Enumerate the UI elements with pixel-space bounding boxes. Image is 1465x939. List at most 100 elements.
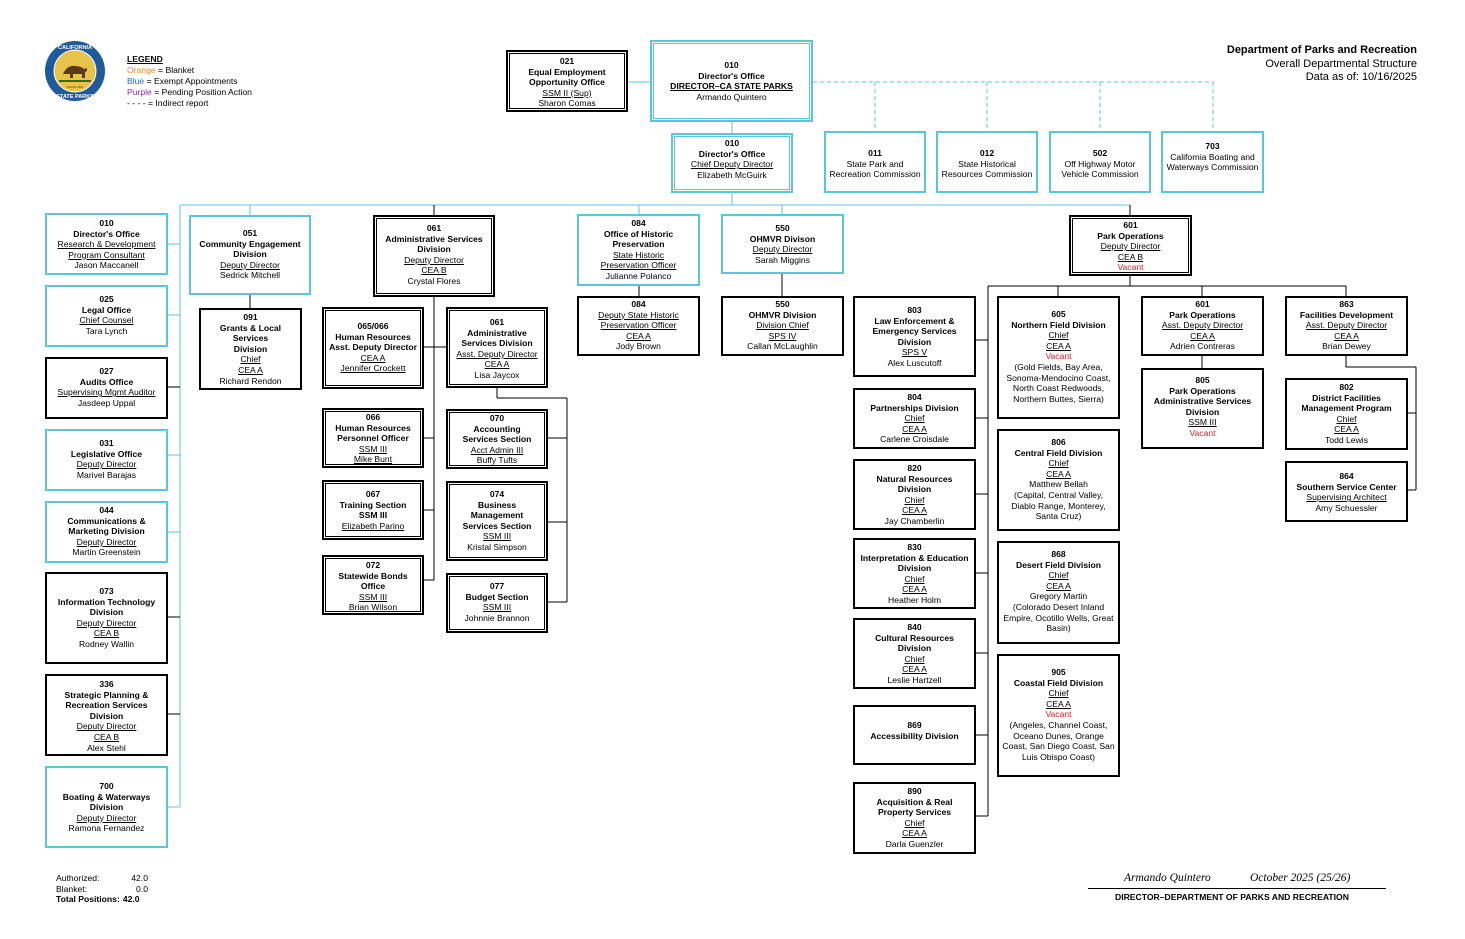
box-line: CEA B <box>93 628 120 639</box>
box-line: Chief <box>1048 330 1069 341</box>
box-line: Grants & Local <box>219 322 282 333</box>
box-line: Chief <box>904 817 925 828</box>
box-line: Emergency Services <box>872 326 957 337</box>
box-line: Interpretation & Education <box>860 552 969 563</box>
box-line: Lisa Jaycox <box>474 369 520 380</box>
box-line: 550 <box>775 223 790 233</box>
box-line: 820 <box>907 463 922 473</box>
box-line: Off Highway Motor <box>1064 158 1136 169</box>
box-line: 010 <box>724 138 740 148</box>
box-line: Desert Field Division <box>1015 559 1101 570</box>
page-header: Department of Parks and Recreation Overa… <box>1227 44 1417 85</box>
box-line: Deputy Director <box>76 721 137 732</box>
box-line: SSM III <box>1188 417 1217 428</box>
legend-item-orange: Orange = Blanket <box>127 65 195 75</box>
box-line: Chief <box>904 494 925 505</box>
box-line: CEA A <box>902 505 927 516</box>
box-line: Callan McLaughlin <box>747 341 818 352</box>
box-line: 010 <box>724 60 739 70</box>
box-line: Division <box>897 484 932 495</box>
box-line: Jason Maccanell <box>74 260 139 271</box>
box-line: CEA B <box>1117 251 1144 262</box>
box-line: Chief <box>1048 458 1069 469</box>
logo-top-text: CALIFORNIA <box>58 45 92 51</box>
box-line: 601 <box>1195 299 1210 309</box>
box-line: Division <box>897 563 932 574</box>
box-line: Chief <box>1048 570 1069 581</box>
box-line: OHMVR Divison <box>749 233 816 244</box>
box-line: 336 <box>99 679 114 689</box>
box-line: CEA A <box>902 828 927 839</box>
box-line: CEA A <box>902 664 927 675</box>
box-line: Brian Wilson <box>348 602 398 613</box>
box-line: Services Section <box>462 434 532 445</box>
box-line: Administrative Services <box>1153 396 1252 407</box>
box-line: Heather Holm <box>887 594 941 605</box>
box-line: Opportunity Office <box>529 77 605 88</box>
authorized-label: Authorized: <box>56 873 100 883</box>
box-line: Legal Office <box>81 304 132 315</box>
box-line: Vehicle Commission <box>1061 169 1139 180</box>
box-line: Deputy Director <box>76 617 137 628</box>
box-line: 067 <box>365 489 381 499</box>
box-line: Rodney Wallin <box>78 638 135 649</box>
box-line: Chief <box>1336 413 1357 424</box>
box-line: Supervising Architect <box>1306 492 1387 503</box>
box-line: Business <box>477 499 517 510</box>
box-line: Deputy State Historic <box>598 309 679 320</box>
box-line: 027 <box>99 366 114 376</box>
box-line: Division Chief <box>756 320 809 331</box>
box-line: Jody Brown <box>616 341 661 352</box>
box-line: Asst. Deputy Director <box>456 348 538 359</box>
box-line: Supervising Mgmt Auditor <box>57 387 156 398</box>
box-line: 084 <box>631 299 646 309</box>
box-line: Deputy Director <box>76 536 137 547</box>
box-line: CEA A <box>902 584 927 595</box>
box-line: Law Enforcement & <box>874 315 955 326</box>
box-line: 802 <box>1339 382 1354 392</box>
box-line: Preservation Officer <box>600 260 677 271</box>
box-line: Brian Dewey <box>1322 341 1371 352</box>
box-line: 601 <box>1123 220 1138 230</box>
box-line: Division <box>233 249 267 260</box>
box-line: Office <box>360 581 386 592</box>
box-line: Asst. Deputy Director <box>1305 320 1388 331</box>
box-line: Office of Historic <box>603 228 674 239</box>
box-line: Armando Quintero <box>696 91 767 102</box>
box-line: Audits Office <box>79 376 134 387</box>
logo-small-text: SINCE 1864 <box>67 85 84 89</box>
box-line: Vacant <box>1045 709 1072 720</box>
box-line: Division <box>89 607 124 618</box>
box-line: Tara Lynch <box>85 325 128 336</box>
blanket-value: 0.0 <box>136 883 148 894</box>
box-line: Coastal Field Division <box>1013 677 1104 688</box>
box-line: Vacant <box>1117 262 1144 273</box>
box-line: Division <box>89 802 124 813</box>
legend-title: LEGEND <box>127 54 163 64</box>
box-line: Matthew Bellah <box>1029 479 1088 490</box>
box-line: 021 <box>559 56 575 66</box>
box-line: Ramona Fernandez <box>68 823 145 834</box>
signature-date: October 2025 (25/26) <box>1250 872 1351 884</box>
box-line: CEA A <box>238 364 263 375</box>
box-line: 051 <box>242 228 258 238</box>
box-line: (Capital, Central Valley, Diablo Range, … <box>1011 489 1106 522</box>
box-line: Chief <box>240 354 261 365</box>
box-line: Director's Office <box>698 148 766 159</box>
box-line: Legislative Office <box>70 448 143 459</box>
